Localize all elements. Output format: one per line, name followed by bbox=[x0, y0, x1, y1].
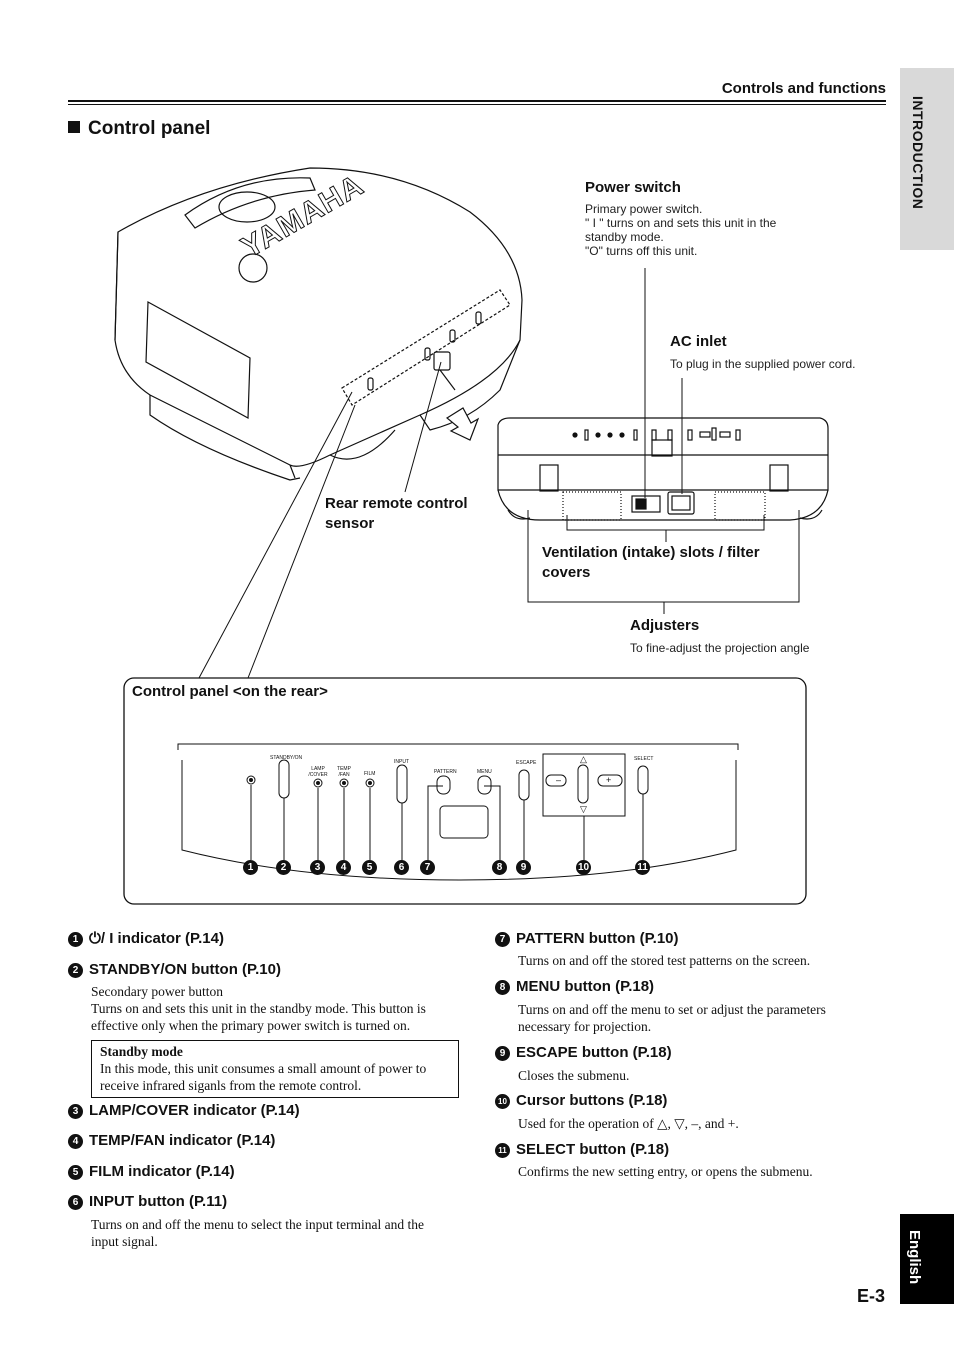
section-header: Controls and functions bbox=[721, 80, 886, 97]
panel-label-temp: TEMP /FAN bbox=[337, 766, 351, 778]
callout-number: 7 bbox=[420, 860, 435, 875]
page-number: E-3 bbox=[857, 1286, 886, 1306]
sensor-leader bbox=[404, 361, 442, 493]
item-2-desc: Secondary power button Turns on and sets… bbox=[91, 984, 426, 1033]
side-tab-english: English bbox=[900, 1214, 954, 1304]
arrow-icon bbox=[445, 407, 480, 441]
panel-label-escape: ESCAPE bbox=[516, 760, 537, 766]
panel-label-lamp: LAMP /COVER bbox=[308, 766, 328, 778]
rear-view-body bbox=[497, 417, 829, 491]
item-10-desc: Used for the operation of △, ▽, –, and +… bbox=[518, 1116, 739, 1131]
panel-title: Control panel <on the rear> bbox=[132, 683, 328, 700]
adjusters-title: Adjusters bbox=[630, 617, 700, 634]
panel-label-film: FILM bbox=[364, 771, 376, 777]
power-switch-title: Power switch bbox=[585, 179, 681, 196]
svg-text:–: – bbox=[556, 775, 561, 785]
square-bullet-icon bbox=[68, 121, 80, 133]
callout-number: 6 bbox=[394, 860, 409, 875]
callout-number: 1 bbox=[243, 860, 258, 875]
callout-number: 5 bbox=[362, 860, 377, 875]
adjusters-desc: To fine-adjust the projection angle bbox=[630, 641, 810, 655]
panel-label-pattern: PATTERN bbox=[434, 769, 457, 775]
rear-sensor-title: Rear remote control sensor bbox=[325, 495, 468, 532]
callout-number: 3 bbox=[310, 860, 325, 875]
panel-label-select: SELECT bbox=[634, 756, 654, 762]
svg-text:△: △ bbox=[580, 754, 587, 764]
callout-number: 9 bbox=[516, 860, 531, 875]
callout-number: 4 bbox=[336, 860, 351, 875]
power-switch-desc: Primary power switch. " I " turns on and… bbox=[585, 202, 777, 258]
svg-text:+: + bbox=[606, 775, 611, 785]
svg-text:▽: ▽ bbox=[580, 804, 587, 814]
header-rule-thin bbox=[68, 104, 886, 105]
callout-number: 11 bbox=[635, 860, 650, 875]
ventilation-title: Ventilation (intake) slots / filter cove… bbox=[542, 544, 760, 581]
side-tab-introduction: INTRODUCTION bbox=[900, 68, 954, 250]
item-9-desc: Closes the submenu. bbox=[518, 1068, 630, 1083]
panel-label-input: INPUT bbox=[394, 759, 409, 765]
callout-number: 10 bbox=[576, 860, 591, 875]
ac-inlet-desc: To plug in the supplied power cord. bbox=[670, 357, 856, 371]
item-11-desc: Confirms the new setting entry, or opens… bbox=[518, 1164, 813, 1179]
callout-number: 8 bbox=[492, 860, 507, 875]
item-8-desc: Turns on and off the menu to set or adju… bbox=[518, 1002, 826, 1034]
main-heading: Control panel bbox=[68, 118, 210, 140]
control-panel-box bbox=[123, 677, 807, 905]
item-1-title: 1⏻/ I indicator (P.14) bbox=[68, 930, 224, 947]
panel-label-menu: MENU bbox=[477, 769, 492, 775]
standby-note-box: Standby mode In this mode, this unit con… bbox=[91, 1040, 459, 1098]
ac-inlet-title: AC inlet bbox=[670, 333, 727, 350]
callout-number: 2 bbox=[276, 860, 291, 875]
panel-label-standby: STANDBY/ON bbox=[270, 755, 303, 761]
item-6-desc: Turns on and off the menu to select the … bbox=[91, 1217, 424, 1249]
header-rule bbox=[68, 100, 886, 102]
vent-bracket bbox=[566, 515, 765, 531]
item-7-desc: Turns on and off the stored test pattern… bbox=[518, 953, 811, 968]
